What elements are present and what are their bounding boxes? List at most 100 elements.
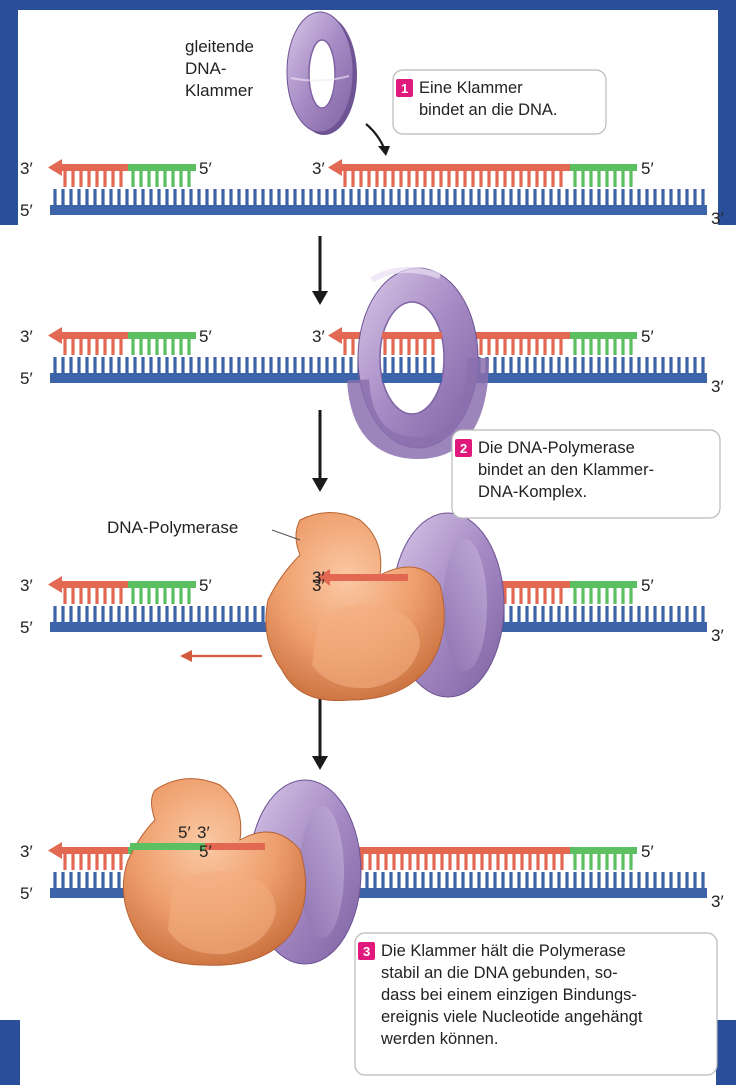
new-strand-in-polymerase-arrowhead bbox=[318, 569, 330, 586]
step-badge bbox=[358, 942, 375, 960]
callout-line: bindet an die DNA. bbox=[419, 101, 558, 119]
strand-end-labels: 5′3′3′5′5′3′5′3′3′5′5′3′5′3′3′5′5′3′5′3′… bbox=[20, 159, 724, 911]
new-strand-left bbox=[60, 847, 128, 854]
new-strand-left-arrowhead bbox=[48, 842, 62, 859]
clamp-polymerase-step3: 3′ DNA-Polymerase bbox=[107, 512, 505, 702]
new-strand-left bbox=[60, 581, 128, 588]
upper-3prime-right: 3′ bbox=[312, 576, 325, 595]
template-5prime-label: 5′ bbox=[20, 618, 33, 637]
template-base-ticks bbox=[53, 189, 705, 205]
binding-arrow-head bbox=[378, 146, 390, 156]
new-strand-left-ticks bbox=[63, 171, 123, 187]
primer-right-ticks bbox=[573, 339, 633, 355]
upper-5prime-left: 5′ bbox=[199, 327, 212, 346]
primer-left-ticks bbox=[131, 339, 191, 355]
callout-line: DNA-Komplex. bbox=[478, 483, 587, 501]
template-5prime-label: 5′ bbox=[20, 884, 33, 903]
primer-left-ticks bbox=[131, 588, 191, 604]
primer-right bbox=[570, 847, 637, 854]
frame-left-bottom bbox=[0, 1020, 20, 1085]
callout-box bbox=[451, 429, 721, 519]
template-3prime-label: 3′ bbox=[711, 209, 724, 228]
primer-right-ticks bbox=[573, 854, 633, 870]
template-strand bbox=[50, 888, 707, 898]
new-strand-left-ticks bbox=[63, 339, 123, 355]
step-arrow-head bbox=[312, 756, 328, 770]
clamp-hole bbox=[379, 301, 445, 415]
direction-arrow-head bbox=[180, 650, 192, 662]
new-strand-extended bbox=[205, 847, 570, 854]
upper-5prime-left: 5′ bbox=[199, 576, 212, 595]
new-strand-left-arrowhead bbox=[48, 327, 62, 344]
fork-5prime-label: 5′ bbox=[178, 823, 191, 842]
clamp-polymerase-step4 bbox=[122, 778, 362, 966]
callout-box bbox=[354, 932, 718, 1076]
upper-5prime-left: 5′ bbox=[199, 842, 212, 861]
new-strand-right-arrowhead bbox=[328, 159, 342, 176]
upper-3prime-right: 3′ bbox=[312, 327, 325, 346]
callout-line: bindet an den Klammer- bbox=[478, 461, 654, 479]
clamp-inner-face bbox=[300, 806, 344, 938]
template-ticks-through-clamp bbox=[383, 357, 435, 373]
template-3prime-label: 3′ bbox=[711, 892, 724, 911]
polymerase-label-leader bbox=[271, 529, 301, 541]
primer-left bbox=[128, 332, 196, 339]
primer-right bbox=[570, 581, 637, 588]
polymerase-lobe bbox=[312, 604, 420, 689]
frame-top bbox=[0, 0, 736, 10]
template-5prime-label: 5′ bbox=[20, 369, 33, 388]
template-strand bbox=[50, 205, 707, 215]
upper-5prime-left: 5′ bbox=[199, 159, 212, 178]
frame-right-top bbox=[718, 0, 736, 225]
process-arrows bbox=[180, 123, 390, 770]
primer-left bbox=[128, 164, 196, 171]
template-3prime-label: 3′ bbox=[711, 377, 724, 396]
template-3prime-label: 3′ bbox=[711, 626, 724, 645]
primer-left bbox=[128, 581, 196, 588]
new-strand-right-ticks bbox=[343, 171, 563, 187]
new-strand-left bbox=[60, 332, 128, 339]
step-arrow-head bbox=[312, 291, 328, 305]
primer-right-ticks bbox=[573, 171, 633, 187]
upper-3prime-right: 3′ bbox=[312, 159, 325, 178]
polymerase-3prime-label: 3′ bbox=[312, 568, 325, 587]
callout-line: Die DNA-Polymerase bbox=[478, 439, 635, 457]
callout-line: Eine Klammer bbox=[419, 79, 523, 97]
callout-line: stabil an die DNA gebunden, so- bbox=[381, 964, 618, 982]
step-arrow-head bbox=[312, 478, 328, 492]
clamp-hole bbox=[308, 39, 336, 109]
clamp-label-line: Klammer bbox=[185, 81, 253, 100]
callout-line: Die Klammer hält die Polymerase bbox=[381, 942, 626, 960]
callout-line: dass bei einem einzigen Bindungs- bbox=[381, 986, 637, 1004]
clamp-seam bbox=[290, 75, 350, 82]
new-strand-ticks-through-clamp bbox=[383, 339, 435, 355]
clamp-inner-face bbox=[443, 539, 487, 671]
callout-box bbox=[392, 69, 607, 135]
step-number: 1 bbox=[401, 81, 408, 96]
clamp-front-lip bbox=[347, 357, 489, 460]
new-strand-left bbox=[60, 164, 128, 171]
polymerase-lobe bbox=[168, 870, 276, 955]
frame-left-top bbox=[0, 0, 18, 225]
new-strand-in-polymerase bbox=[205, 843, 265, 850]
step-callout-1: 1 Eine Klammer bindet an die DNA. bbox=[392, 69, 607, 135]
polymerase-label: DNA-Polymerase bbox=[107, 518, 238, 537]
upper-3prime-left: 3′ bbox=[20, 576, 33, 595]
molecule-shapes: 3′ DNA-Polymerase bbox=[107, 11, 505, 966]
clamp-label-line: gleitende bbox=[185, 37, 254, 56]
clamp-label-line: DNA- bbox=[185, 59, 227, 78]
new-strand-in-polymerase bbox=[318, 574, 408, 581]
frame-right-bottom bbox=[716, 1020, 736, 1085]
template-5prime-label: 5′ bbox=[20, 201, 33, 220]
step-number: 3 bbox=[363, 944, 370, 959]
upper-5prime-right: 5′ bbox=[641, 159, 654, 178]
primer-right bbox=[570, 164, 637, 171]
clamp-on-dna bbox=[347, 266, 489, 460]
new-strand-through-clamp bbox=[382, 332, 442, 339]
new-strand-right-arrowhead bbox=[328, 327, 342, 344]
step-badge bbox=[455, 439, 472, 457]
